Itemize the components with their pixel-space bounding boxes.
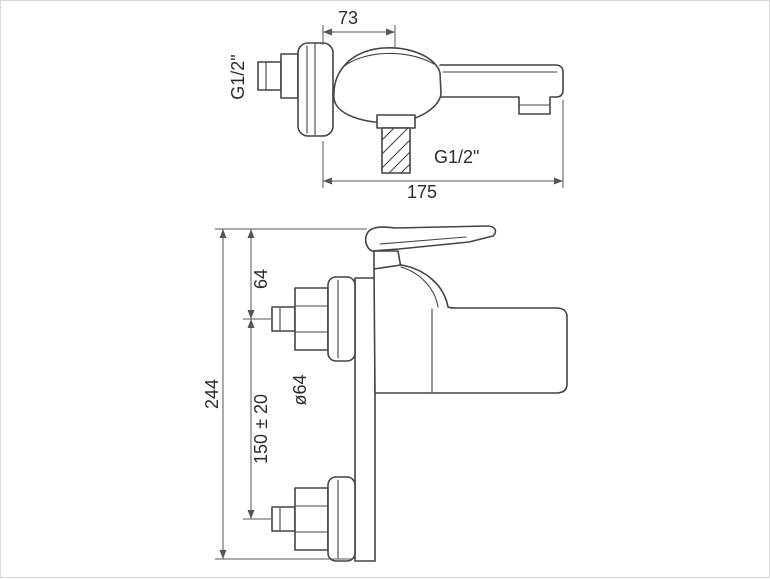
- outlet-collar: [376, 114, 416, 129]
- dimension-175: 175: [322, 100, 564, 202]
- arrowhead-left: [323, 177, 332, 185]
- inlet-pipe: [257, 53, 299, 99]
- inlet-flange: [280, 53, 299, 99]
- thread-hatching: [381, 127, 411, 174]
- supply-connection-top: [271, 276, 356, 362]
- lever-edge: [379, 236, 467, 245]
- dimension-150: 150 ± 20: [243, 318, 271, 520]
- arrowhead-right: [386, 28, 395, 36]
- arrowhead-bottom: [247, 310, 255, 319]
- shoulder-curve: [400, 266, 439, 308]
- arrowhead-bottom: [247, 510, 255, 519]
- escutcheon: [327, 476, 356, 562]
- inlet-pipe-body: [257, 61, 282, 91]
- dimension-244: 244: [202, 228, 367, 560]
- mixer-body-side: [333, 47, 442, 124]
- mixer-body-front: [373, 264, 568, 394]
- arrowhead-top: [219, 229, 227, 238]
- dim-175-label: 175: [407, 182, 437, 202]
- spout-side: [439, 64, 564, 115]
- body-seam: [342, 52, 435, 68]
- body-outline: [333, 47, 442, 124]
- handle-lever: [364, 225, 497, 270]
- side-view: 73 175 G1/2" G1/2": [228, 8, 564, 202]
- supply-connection-bottom: [271, 476, 356, 562]
- spout-outline: [439, 64, 564, 115]
- inlet-thread-label: G1/2": [228, 54, 248, 99]
- hand-shower-outlet: [376, 114, 416, 174]
- arrowhead-right: [554, 177, 563, 185]
- mounting-nut: [294, 287, 329, 351]
- arrowhead-bottom: [219, 550, 227, 559]
- arrowhead-top: [247, 319, 255, 328]
- dimension-64: 64: [247, 229, 271, 319]
- wall-escutcheon-side: [297, 42, 334, 137]
- mounting-nut: [294, 487, 329, 551]
- dim-244-label: 244: [202, 379, 222, 409]
- arrowhead-left: [323, 28, 332, 36]
- front-view: 244 64 150 ± 20 ø64: [202, 225, 568, 562]
- body-bar: [354, 277, 376, 562]
- dim-64-label: 64: [251, 269, 271, 289]
- supply-pipe: [271, 506, 296, 532]
- dim-150-label: 150 ± 20: [251, 394, 271, 464]
- supply-pipe: [271, 306, 296, 332]
- body-spout-outline: [373, 264, 568, 394]
- dim-73-label: 73: [338, 8, 358, 28]
- lever-outline: [364, 225, 497, 252]
- dimension-73: 73: [322, 8, 396, 47]
- escutcheon-diameter-label: ø64: [290, 374, 310, 405]
- escutcheon: [327, 276, 356, 362]
- arrowhead-top: [247, 229, 255, 238]
- outlet-thread-label: G1/2": [434, 147, 479, 167]
